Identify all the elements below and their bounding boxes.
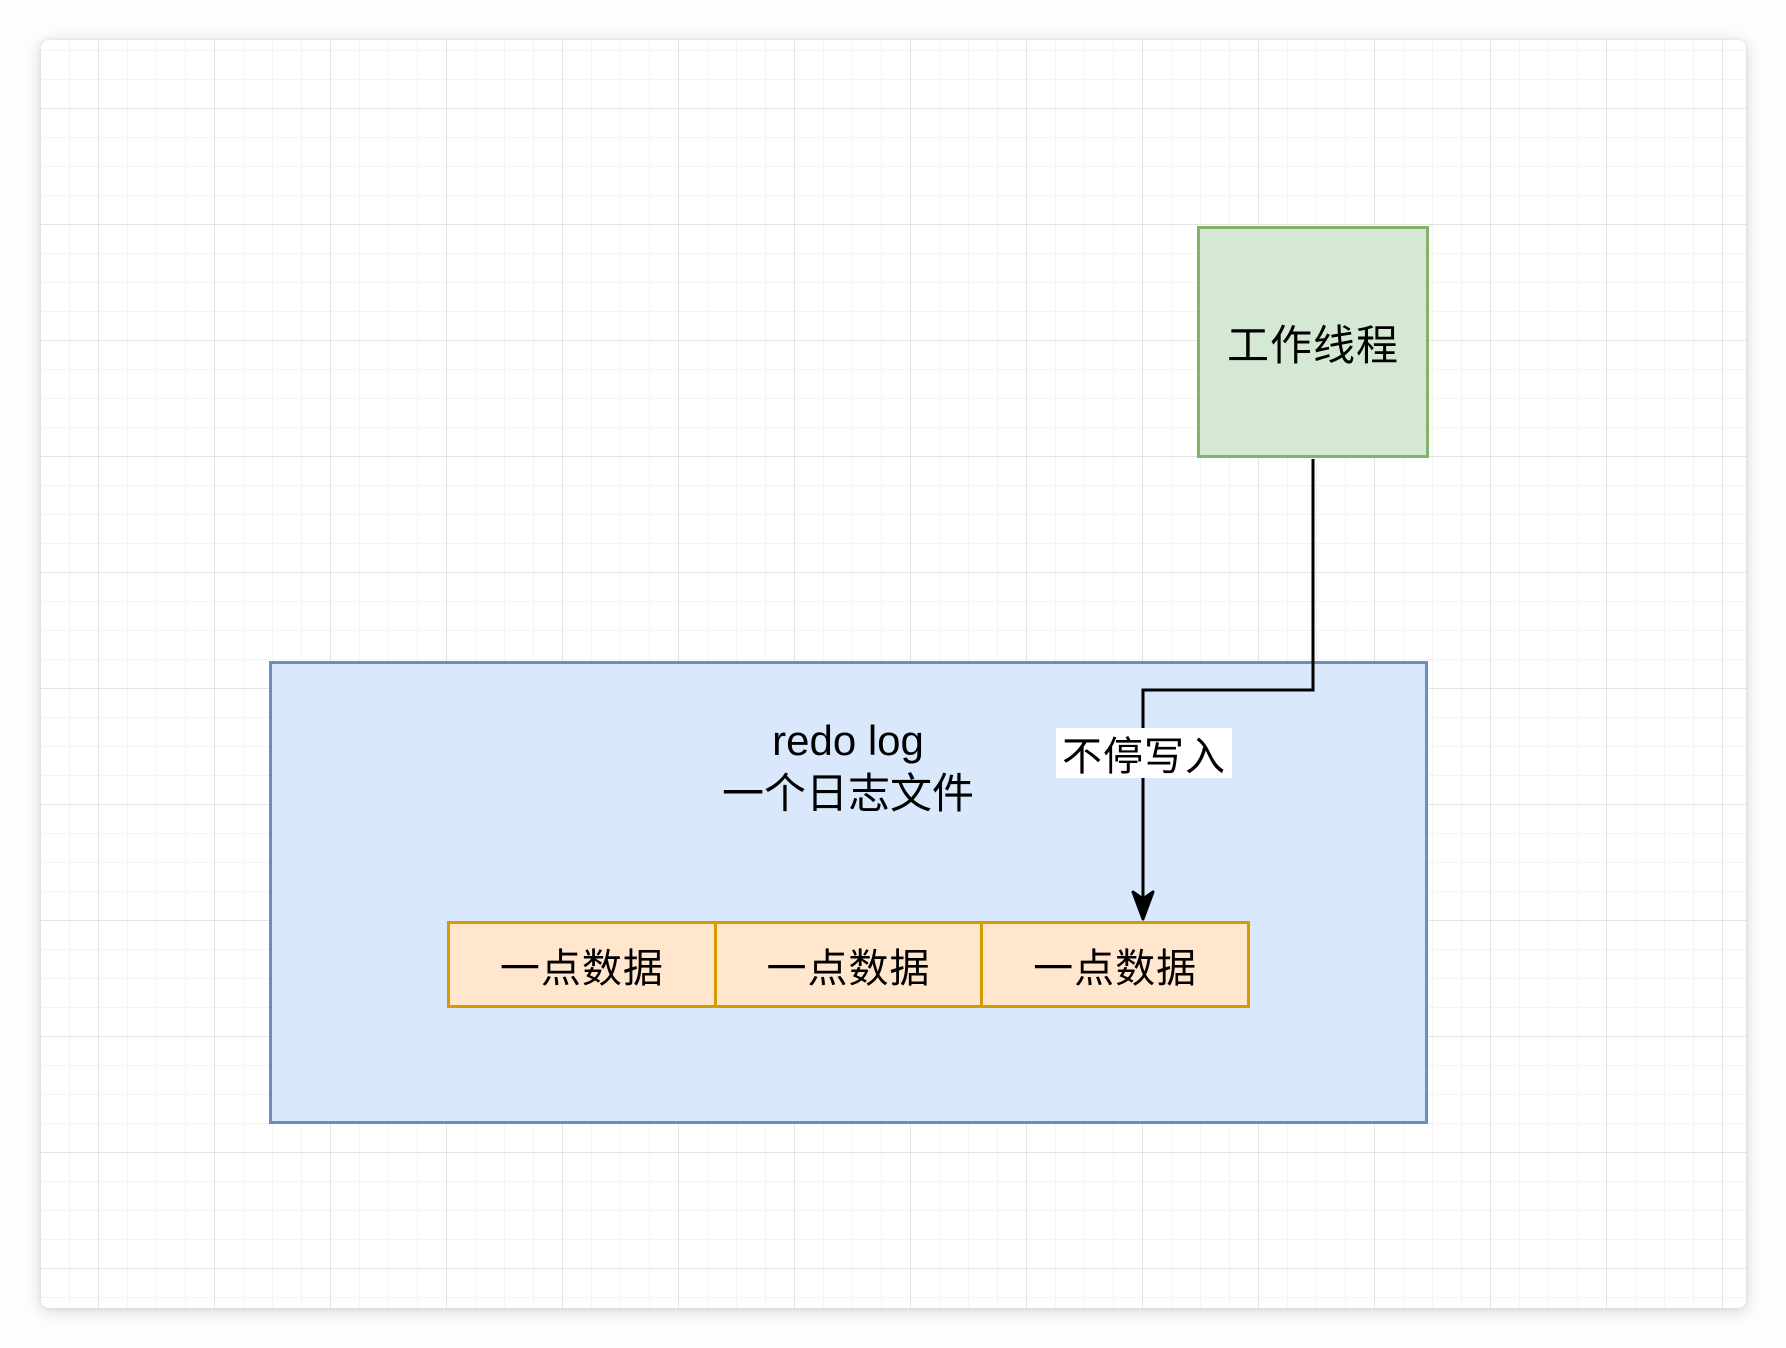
redo-log-title-line1: redo log	[772, 717, 924, 764]
write-arrow-label[interactable]: 不停写入	[1056, 728, 1232, 779]
write-arrow-label-text: 不停写入	[1062, 735, 1226, 779]
data-cell-row: 一点数据 一点数据 一点数据	[447, 921, 1250, 1008]
data-cell-2-label: 一点数据	[766, 946, 931, 991]
data-cell-1[interactable]: 一点数据	[450, 924, 714, 1005]
data-cell-3[interactable]: 一点数据	[980, 924, 1248, 1005]
worker-thread-box[interactable]: 工作线程	[1197, 226, 1429, 458]
data-cell-2[interactable]: 一点数据	[713, 924, 981, 1005]
redo-log-title-line2: 一个日志文件	[721, 770, 974, 817]
data-cell-3-label: 一点数据	[1033, 946, 1198, 991]
redo-log-title: redo log 一个日志文件	[598, 714, 1098, 820]
data-cell-1-label: 一点数据	[499, 946, 664, 991]
worker-thread-label: 工作线程	[1226, 321, 1399, 369]
